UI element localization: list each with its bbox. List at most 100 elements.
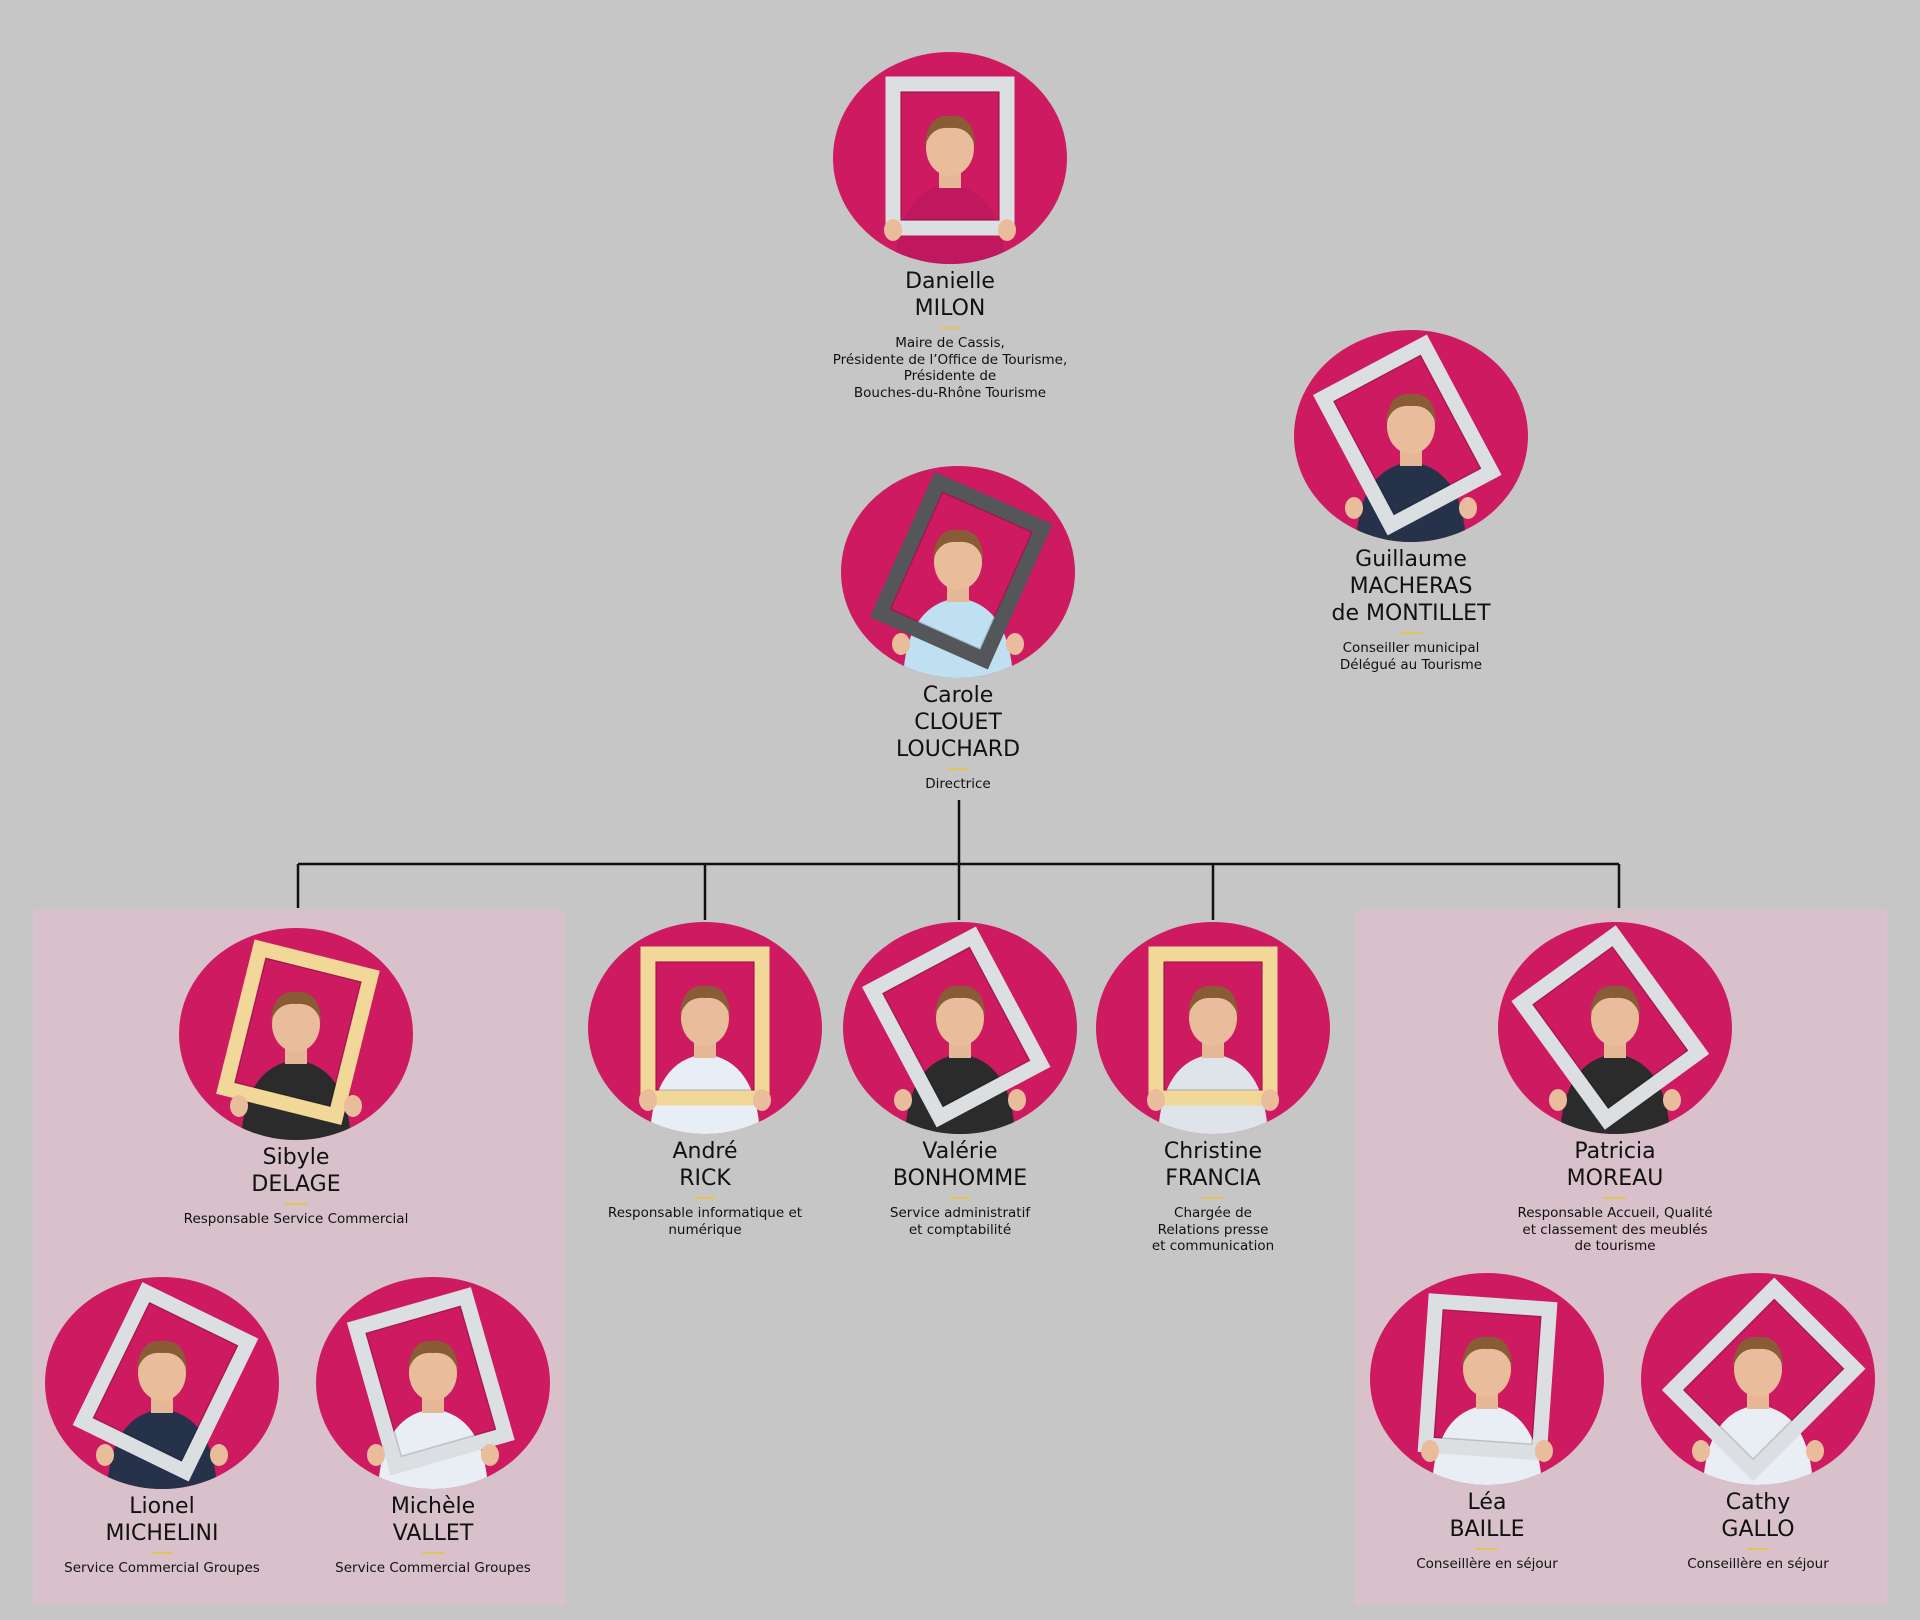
person-hair: [1462, 1336, 1512, 1367]
job-title: Responsable Service Commercial: [183, 1211, 409, 1227]
picture-frame-inner-edge: [1531, 945, 1689, 1110]
person-card-sibyle-delage: Sibyle DELAGE Responsable Service Commer…: [146, 928, 446, 1228]
person-name: Danielle MILON: [800, 268, 1100, 322]
person-left-hand: [639, 1089, 657, 1111]
person-hair: [408, 1340, 458, 1371]
job-title: Responsable Accueil, Qualité et classeme…: [1517, 1205, 1713, 1254]
portrait-carole-clouet-louchard: [869, 471, 1053, 678]
picture-frame-inner-edge: [1682, 1298, 1845, 1461]
person-card-lea-baille: Léa BAILLE Conseillère en séjour: [1337, 1273, 1637, 1573]
person-right-hand: [1806, 1440, 1824, 1462]
person-left-hand: [894, 1089, 912, 1111]
person-card-carole-clouet-louchard: Carole CLOUET LOUCHARD Directrice: [808, 466, 1108, 793]
name-divider: [1747, 1548, 1769, 1550]
picture-frame-inner-edge: [900, 91, 1000, 221]
person-hair: [1188, 985, 1238, 1016]
person-card-christine-francia: Christine FRANCIA Chargée de Relations p…: [1063, 922, 1363, 1255]
person-right-hand: [1535, 1440, 1553, 1462]
photo-guillaume-macheras: [1294, 330, 1528, 542]
person-left-hand: [892, 633, 910, 655]
person-right-hand: [998, 219, 1016, 241]
person-card-michele-vallet: Michèle VALLET Service Commercial Groupe…: [283, 1277, 583, 1577]
person-name: Cathy GALLO: [1608, 1489, 1908, 1543]
last-name: CLOUET: [914, 710, 1002, 735]
first-name: André: [672, 1139, 738, 1164]
person-right-hand: [481, 1444, 499, 1466]
person-card-lionel-michelini: Lionel MICHELINI Service Commercial Grou…: [12, 1277, 312, 1577]
picture-frame-border: [861, 926, 1051, 1128]
person-hair: [137, 1340, 187, 1371]
person-right-hand: [1459, 497, 1477, 519]
picture-frame-guillaume-macheras: [1312, 334, 1502, 536]
first-name: Sibyle: [262, 1145, 330, 1170]
person-card-valerie-bonhomme: Valérie BONHOMME Service administratif e…: [810, 922, 1110, 1238]
portrait-sibyle-delage: [216, 939, 380, 1140]
portrait-michele-vallet: [346, 1287, 515, 1489]
picture-frame-border: [72, 1282, 259, 1482]
photo-michele-vallet: [316, 1277, 550, 1489]
person-hair: [680, 985, 730, 1016]
picture-frame-valerie-bonhomme: [861, 926, 1051, 1128]
last-name: RICK: [679, 1166, 731, 1191]
portrait-cathy-gallo: [1661, 1277, 1866, 1485]
person-right-hand: [210, 1444, 228, 1466]
person-left-hand: [884, 219, 902, 241]
picture-frame-andre-rick: [640, 946, 770, 1106]
job-title: Maire de Cassis, Présidente de l’Office …: [832, 335, 1068, 401]
person-face: [138, 1345, 186, 1401]
portrait-danielle-milon: [884, 76, 1016, 264]
person-name: Sibyle DELAGE: [146, 1144, 446, 1198]
photo-carole-clouet-louchard: [841, 466, 1075, 678]
person-left-hand: [1345, 497, 1363, 519]
job-title: Service Commercial Groupes: [64, 1560, 260, 1576]
last-name: DELAGE: [251, 1172, 341, 1197]
person-name: Michèle VALLET: [283, 1493, 583, 1547]
person-left-hand: [230, 1095, 248, 1117]
picture-frame-border: [869, 471, 1053, 670]
last-name: MOREAU: [1566, 1166, 1664, 1191]
person-right-hand: [1663, 1089, 1681, 1111]
person-face: [272, 996, 320, 1052]
person-hair: [1386, 393, 1436, 424]
job-title: Directrice: [925, 776, 991, 792]
last-name-2: LOUCHARD: [895, 737, 1021, 762]
picture-frame-inner-edge: [1332, 354, 1482, 516]
name-divider: [151, 1552, 173, 1554]
person-hair: [935, 985, 985, 1016]
portrait-lionel-michelini: [72, 1282, 259, 1489]
person-left-hand: [1692, 1440, 1710, 1462]
last-name: BONHOMME: [892, 1166, 1028, 1191]
person-face: [409, 1345, 457, 1401]
person-name: Carole CLOUET LOUCHARD: [808, 682, 1108, 763]
picture-frame-inner-edge: [92, 1301, 239, 1462]
person-torso: [1703, 1405, 1813, 1485]
person-hair: [1733, 1336, 1783, 1367]
name-divider: [939, 327, 961, 329]
person-left-hand: [1421, 1440, 1439, 1462]
name-divider: [947, 768, 969, 770]
first-name: Michèle: [390, 1494, 476, 1519]
person-hair: [933, 529, 983, 560]
last-name-2: de MONTILLET: [1331, 601, 1491, 626]
person-name: Valérie BONHOMME: [810, 1138, 1110, 1192]
last-name: GALLO: [1721, 1517, 1795, 1542]
picture-frame-inner-edge: [889, 491, 1034, 651]
picture-frame-patricia-moreau: [1511, 925, 1710, 1130]
person-left-hand: [1549, 1089, 1567, 1111]
portrait-lea-baille: [1417, 1293, 1558, 1485]
last-name: MICHELINI: [105, 1521, 219, 1546]
person-card-cathy-gallo: Cathy GALLO Conseillère en séjour: [1608, 1273, 1908, 1573]
person-card-patricia-moreau: Patricia MOREAU Responsable Accueil, Qua…: [1465, 922, 1765, 1255]
person-left-hand: [367, 1444, 385, 1466]
person-right-hand: [344, 1095, 362, 1117]
job-title: Service Commercial Groupes: [335, 1560, 531, 1576]
picture-frame-border: [1661, 1277, 1866, 1482]
person-face: [1591, 990, 1639, 1046]
person-right-hand: [1261, 1089, 1279, 1111]
portrait-christine-francia: [1147, 946, 1279, 1134]
picture-frame-border: [346, 1287, 515, 1476]
portrait-andre-rick: [639, 946, 771, 1134]
picture-frame-danielle-milon: [885, 76, 1015, 236]
